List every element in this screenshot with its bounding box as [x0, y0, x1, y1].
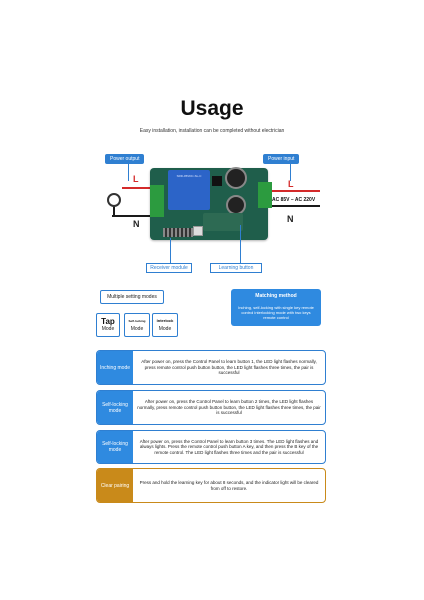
mode-tap: Tap Mode	[96, 313, 120, 337]
right-neutral-wire	[270, 205, 320, 207]
row-tag: Clear pairing	[97, 469, 133, 502]
instruction-row: Self-locking mode After power on, press …	[96, 390, 326, 425]
capacitor-2	[226, 195, 246, 215]
inductor	[203, 213, 243, 231]
right-l-label: L	[288, 179, 294, 189]
right-terminal	[258, 182, 272, 208]
mode-name: Tap	[101, 317, 115, 326]
relay	[168, 170, 210, 210]
matching-title: Matching method	[255, 293, 297, 299]
receiver-module-pins	[163, 228, 193, 237]
left-terminal	[150, 185, 164, 217]
left-live-wire	[122, 187, 152, 189]
instruction-row: Inching mode After power on, press the C…	[96, 350, 326, 385]
power-output-label: Power output	[105, 154, 145, 164]
power-input-pointer	[290, 163, 291, 181]
instruction-row: Self-locking mode After power on, press …	[96, 430, 326, 464]
row-text: Press and hold the learning key for abou…	[139, 480, 319, 491]
matching-method-panel: Matching method Inching, self-locking wi…	[231, 289, 321, 326]
power-input-label: Power input	[263, 154, 300, 164]
clear-pairing-row: Clear pairing Press and hold the learnin…	[96, 468, 326, 503]
mode-sub: Mode	[101, 326, 115, 332]
mode-name: Interlock	[156, 318, 174, 323]
row-text: After power on, press the Control Panel …	[139, 438, 319, 455]
mode-interlock: Interlock Mode	[152, 313, 178, 337]
multiple-modes-label: Multiple setting modes	[100, 290, 164, 304]
receiver-module-label: Receiver module	[146, 263, 192, 273]
power-output-pointer	[128, 163, 129, 181]
learning-button-label: Learning button	[210, 263, 262, 273]
lamp-icon	[107, 193, 121, 207]
row-tag: Self-locking mode	[97, 391, 133, 424]
page-title: Usage	[180, 97, 244, 120]
relay-text: SRD-05VDC-SL-C	[176, 174, 202, 178]
right-live-wire	[270, 190, 320, 192]
mode-sub: Mode	[158, 326, 172, 332]
mode-self-locking: Self-locking Mode	[124, 313, 150, 337]
left-neutral-wire	[112, 215, 152, 217]
left-l-label: L	[133, 174, 139, 184]
receiver-pointer	[170, 238, 171, 263]
page-subtitle: Easy installation, installation can be c…	[139, 128, 285, 134]
row-text: After power on, press the Control Panel …	[137, 399, 321, 416]
left-bulb-wire	[113, 203, 115, 216]
learning-button-part	[193, 226, 203, 236]
row-text: After power on, press the Control Panel …	[141, 359, 317, 376]
matching-description: Inching, self-locking with single key re…	[238, 305, 314, 320]
mode-sub: Mode	[130, 326, 144, 332]
row-tag: Self-locking mode	[97, 431, 133, 463]
left-n-label: N	[133, 219, 140, 229]
learning-pointer	[240, 225, 241, 263]
mode-name: Self-locking	[128, 319, 146, 323]
chip	[212, 176, 222, 186]
capacitor-1	[225, 167, 247, 189]
right-n-label: N	[287, 214, 294, 224]
row-tag: Inching mode	[97, 351, 133, 384]
ac-voltage-label: AC 85V – AC 220V	[272, 197, 316, 203]
